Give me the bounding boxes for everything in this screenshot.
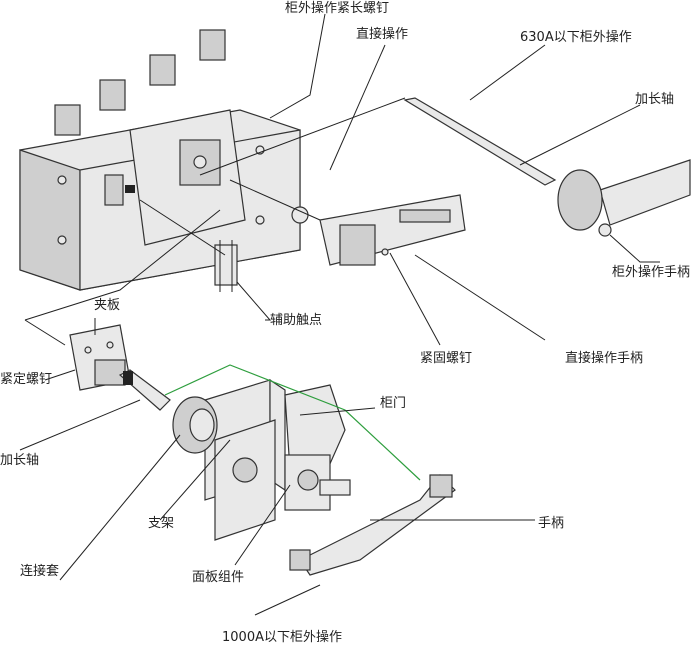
bracket-part xyxy=(204,378,286,541)
label-fastening-screw: 紧固螺钉 xyxy=(420,351,473,366)
green-connector-line xyxy=(164,364,421,481)
label-panel-assembly: 面板组件 xyxy=(192,570,245,585)
label-below-630a: 630A以下柜外操作 xyxy=(520,30,632,45)
connection-lines xyxy=(24,97,406,346)
label-direct-handle: 直接操作手柄 xyxy=(565,351,644,366)
label-handle: 手柄 xyxy=(538,516,565,531)
label-extension-shaft-left: 加长轴 xyxy=(0,453,40,468)
label-connector-sleeve: 连接套 xyxy=(20,564,60,579)
label-aux-contact: 辅助触点 xyxy=(270,313,323,328)
label-outer-long-screw: 柜外操作紧长螺钉 xyxy=(285,1,390,16)
label-clamp-plate: 夹板 xyxy=(94,298,121,313)
switch-body xyxy=(19,29,301,291)
handle-part xyxy=(289,474,456,576)
extension-shaft-top-part xyxy=(403,97,557,186)
leader-lines xyxy=(19,13,660,616)
label-cabinet-door: 柜门 xyxy=(380,396,407,411)
clamp-plate-part xyxy=(69,324,131,391)
label-direct-operation: 直接操作 xyxy=(356,27,409,42)
extension-shaft-left-part xyxy=(118,369,171,411)
aux-contact-part xyxy=(214,240,238,292)
direct-handle-part xyxy=(291,194,466,266)
connector-sleeve-part xyxy=(172,396,218,454)
label-bracket: 支架 xyxy=(148,516,175,531)
outer-handle-part xyxy=(557,159,691,237)
label-outer-handle: 柜外操作手柄 xyxy=(612,265,691,280)
label-set-screw: 紧定螺钉 xyxy=(0,372,53,387)
label-extension-shaft-top: 加长轴 xyxy=(635,92,675,107)
label-below-1000a: 1000A以下柜外操作 xyxy=(222,630,342,645)
